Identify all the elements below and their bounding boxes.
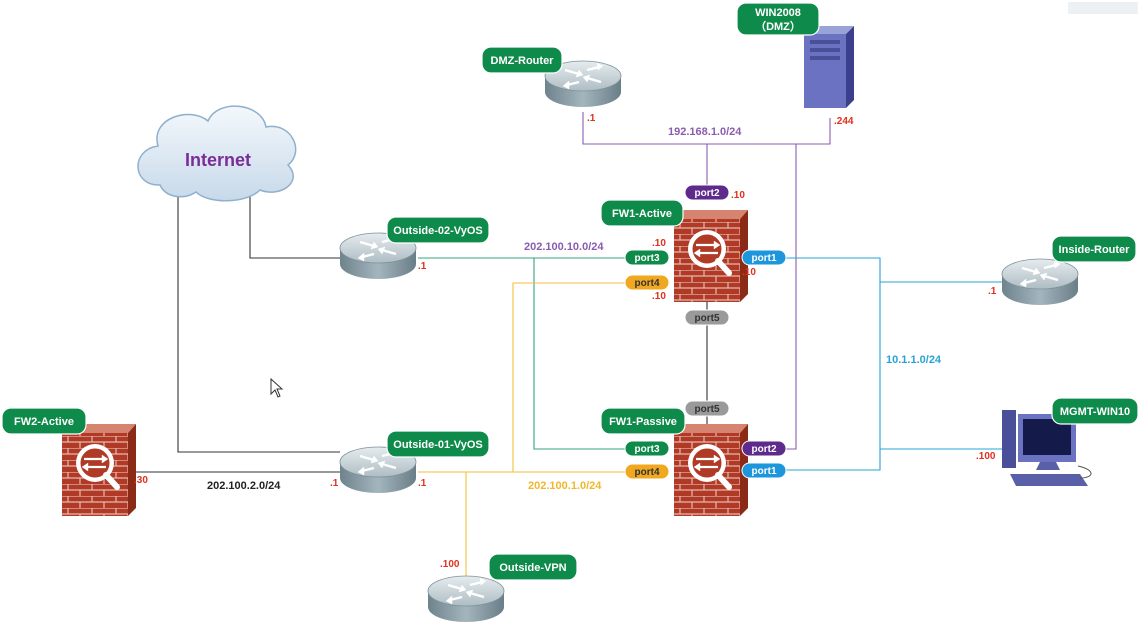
outside-vpn-router-icon <box>426 574 506 624</box>
outside01-label: Outside-01-VyOS <box>393 439 482 451</box>
net-inside: 10.1.1.0/24 <box>886 354 942 366</box>
fw1-passive-firewall-icon <box>674 424 748 516</box>
ip-dmz-router: .1 <box>587 113 596 124</box>
net-outside1: 202.100.1.0/24 <box>528 480 602 492</box>
fw1-active-port4: port4 <box>635 278 660 289</box>
fw1-active-port5: port5 <box>695 313 720 324</box>
fw1-active-label: FW1-Active <box>612 208 672 220</box>
win2008-dmz-label: （DMZ） <box>755 20 801 33</box>
ip-outside01-right: .1 <box>418 478 427 489</box>
dmz-router-label: DMZ-Router <box>491 55 555 67</box>
outside10-to-fw1-passive <box>533 258 625 450</box>
fw1-active-to-inside <box>786 257 881 471</box>
outside02-label: Outside-02-VyOS <box>393 225 482 237</box>
server-icon <box>804 26 854 108</box>
fw2-active-firewall-icon <box>62 424 136 516</box>
ip-mgmt: .100 <box>976 451 996 462</box>
ip-fw1-active-port1: .10 <box>742 267 756 278</box>
fw1-passive-label: FW1-Passive <box>609 416 677 428</box>
fw1-passive-port4: port4 <box>635 467 660 478</box>
outside1-to-fw1-active <box>512 282 625 472</box>
pc-icon <box>1002 410 1092 486</box>
ip-win2008: .244 <box>834 116 854 127</box>
fw1-active-port1: port1 <box>752 253 777 264</box>
fw1-passive-port3: port3 <box>635 444 660 455</box>
internet-label: Internet <box>185 150 251 170</box>
ip-outside01-left: .1 <box>330 478 339 489</box>
internet-to-outside01 <box>177 185 340 453</box>
fw1-active-port3: port3 <box>635 253 660 264</box>
fw1-passive-port5: port5 <box>695 404 720 415</box>
ip-fw1-active-port2: .10 <box>731 190 745 201</box>
mgmt-win10-label: MGMT-WIN10 <box>1060 406 1130 418</box>
ip-fw1-active-port3: .10 <box>652 238 666 249</box>
dmz-to-fw1-passive <box>785 144 797 450</box>
net-dmz: 192.168.1.0/24 <box>668 126 742 138</box>
inside-router-icon <box>1000 257 1080 307</box>
inside-router-label: Inside-Router <box>1059 244 1131 256</box>
ip-fw2: .30 <box>134 475 148 486</box>
ip-outside-vpn: .100 <box>440 559 460 570</box>
net-outside2: 202.100.2.0/24 <box>207 480 281 492</box>
corner-artifact <box>1068 2 1138 14</box>
ip-fw1-active-port4: .10 <box>652 291 666 302</box>
fw1-passive-port2: port2 <box>752 444 777 455</box>
internet-to-outside02 <box>249 190 340 259</box>
fw1-active-port2: port2 <box>695 188 720 199</box>
outside-vpn-label: Outside-VPN <box>499 562 566 574</box>
internet-cloud: Internet <box>137 105 297 202</box>
win2008-label: WIN2008 <box>755 7 801 19</box>
fw1-passive-port1: port1 <box>752 466 777 477</box>
ip-outside02: .1 <box>418 261 427 272</box>
fw2-active-label: FW2-Active <box>14 416 74 428</box>
ip-inside-router: .1 <box>988 286 997 297</box>
mouse-cursor-icon <box>270 377 284 398</box>
fw1-active-firewall-icon <box>674 210 748 302</box>
net-outside10: 202.100.10.0/24 <box>524 241 604 253</box>
